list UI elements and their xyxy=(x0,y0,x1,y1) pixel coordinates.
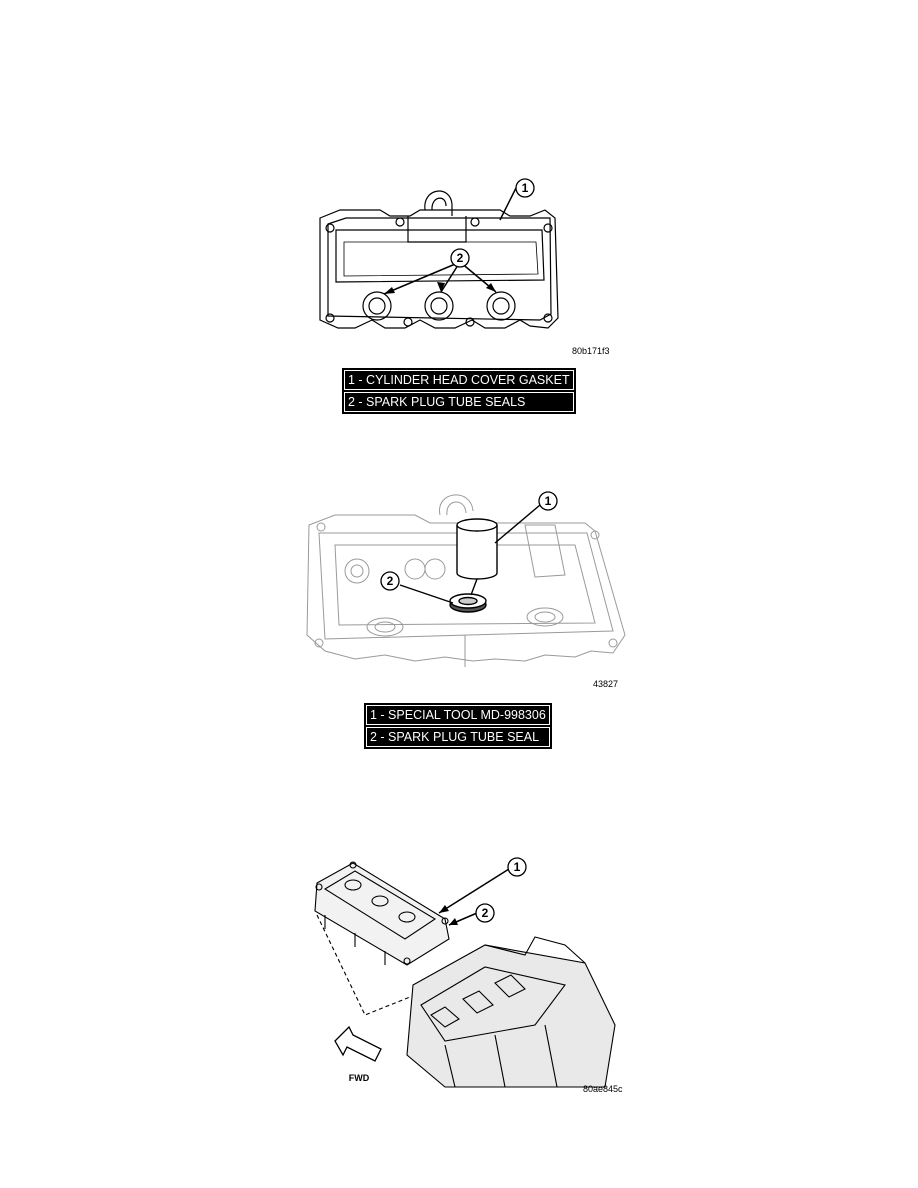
figure-1-callout-1: 1 xyxy=(522,181,529,195)
figure-1-legend: 1 - CYLINDER HEAD COVER GASKET 2 - SPARK… xyxy=(342,368,576,414)
figure-2-callout-1: 1 xyxy=(545,494,552,508)
figure-2-legend: 1 - SPECIAL TOOL MD-998306 2 - SPARK PLU… xyxy=(364,703,552,749)
legend-item: 1 - SPECIAL TOOL MD-998306 xyxy=(366,705,550,725)
legend-item: 1 - CYLINDER HEAD COVER GASKET xyxy=(344,370,574,390)
figure-3-cover-installation: 1 2 FWD xyxy=(295,855,625,1095)
cover-gasket-illustration: 1 2 xyxy=(319,178,559,329)
figure-2-callout-2: 2 xyxy=(387,574,394,588)
figure-3-code: 80ae845c xyxy=(583,1084,623,1094)
cover-installation-illustration: 1 2 FWD xyxy=(314,857,616,1088)
figure-1-code: 80b171f3 xyxy=(572,346,610,356)
figure-3-callout-1: 1 xyxy=(514,860,521,874)
figure-3-callout-2: 2 xyxy=(482,906,489,920)
figure-2-code: 43827 xyxy=(593,679,619,689)
figure-2-special-tool: 1 2 xyxy=(295,485,635,675)
fwd-direction-label: FWD xyxy=(349,1073,370,1083)
figure-1-callout-2: 2 xyxy=(457,251,464,265)
special-tool-illustration: 1 2 xyxy=(306,491,626,667)
figure-1-cover-gasket: 1 2 xyxy=(300,170,620,350)
legend-item: 2 - SPARK PLUG TUBE SEAL xyxy=(366,727,550,747)
legend-item: 2 - SPARK PLUG TUBE SEALS xyxy=(344,392,574,412)
